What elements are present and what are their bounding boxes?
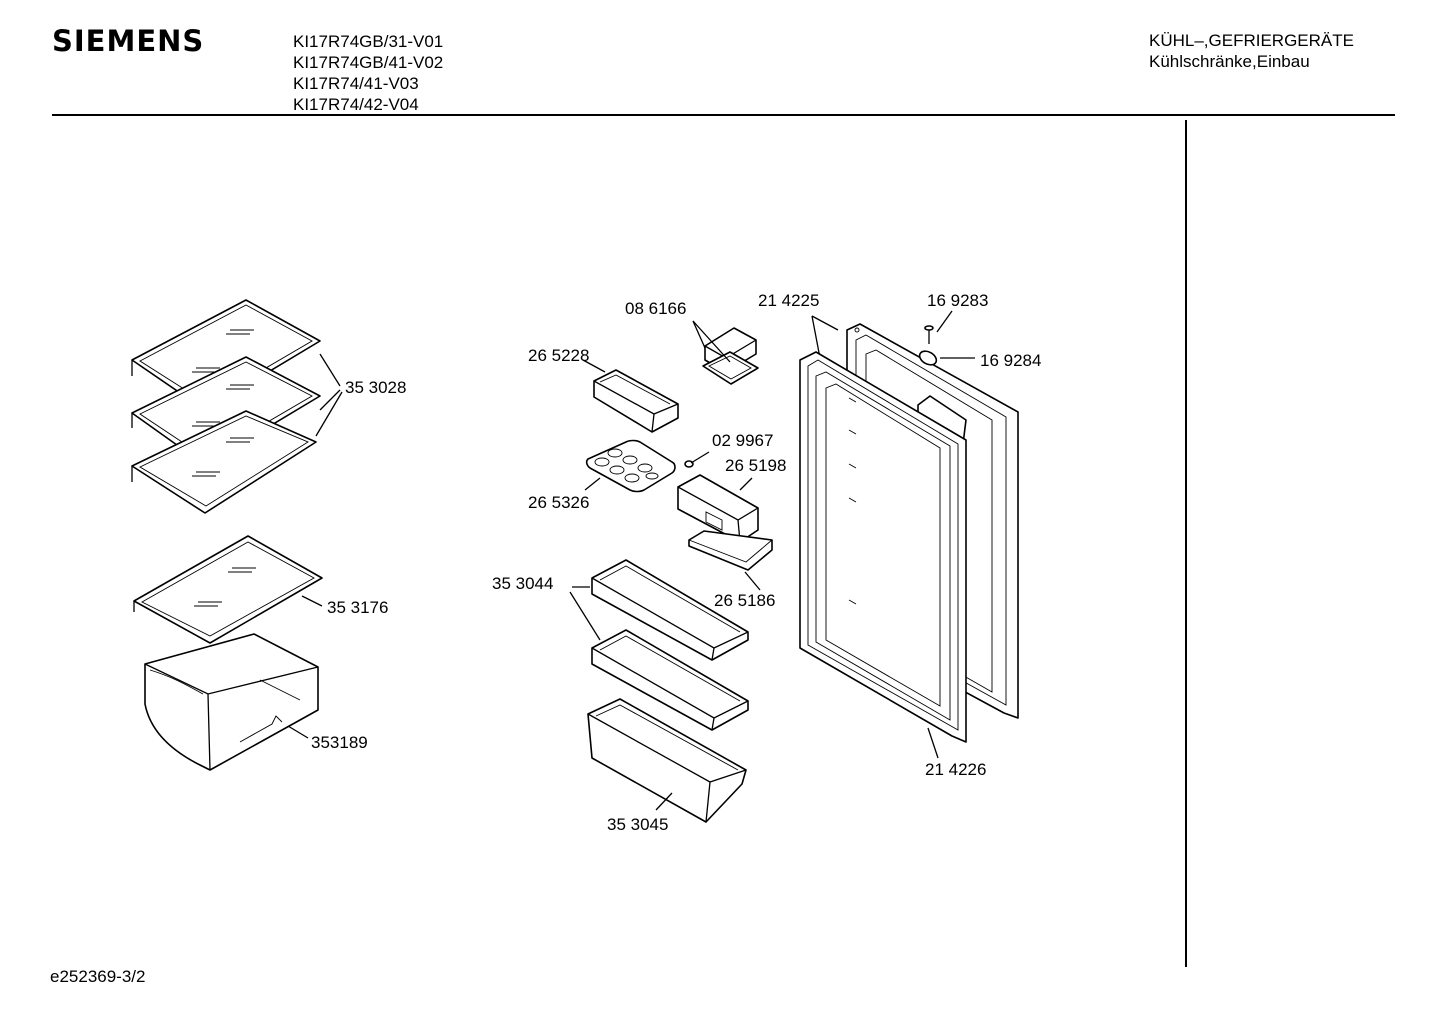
part-label: 353189	[311, 733, 368, 752]
crisper-drawer	[144, 633, 319, 771]
leader-line	[927, 727, 939, 759]
bottle-tray	[587, 698, 747, 823]
butter-lid	[702, 327, 759, 385]
side-divider	[1185, 120, 1187, 967]
part-label: 21 4226	[925, 760, 986, 779]
part-label: 08 6166	[625, 299, 686, 318]
door-gasket	[799, 351, 967, 743]
small-tray	[593, 369, 679, 433]
part-label: 26 5228	[528, 346, 589, 365]
category-subtitle: Kühlschränke,Einbau	[1149, 52, 1310, 71]
glass-shelf-top	[133, 535, 323, 644]
leader-line	[582, 359, 606, 373]
pin	[684, 451, 710, 468]
leader-line	[319, 389, 341, 411]
glass-shelf-3	[131, 410, 317, 514]
part-label: 26 5326	[528, 493, 589, 512]
leader-line	[811, 315, 821, 359]
door-tray-1	[591, 559, 749, 661]
leader-line	[739, 477, 753, 491]
leader-line	[936, 310, 953, 333]
part-label: 16 9284	[980, 351, 1041, 370]
part-label: 02 9967	[712, 431, 773, 450]
category-heading: KÜHL–,GEFRIERGERÄTE Kühlschränke,Einbau	[1149, 30, 1354, 72]
part-label: 35 3045	[607, 815, 668, 834]
part-label: 26 5198	[725, 456, 786, 475]
leader-line	[811, 315, 839, 331]
leader-line	[287, 725, 309, 739]
model-number: KI17R74/42-V04	[293, 95, 419, 114]
screw	[924, 325, 934, 344]
leader-line	[655, 792, 673, 811]
leader-line	[584, 477, 601, 491]
leader-line	[569, 591, 601, 641]
leader-line	[319, 353, 341, 387]
leader-line	[692, 320, 731, 363]
dairy-compartment	[677, 474, 759, 543]
part-label: 26 5186	[714, 591, 775, 610]
header-divider	[52, 114, 1395, 116]
model-number: KI17R74GB/41-V02	[293, 53, 444, 72]
leader-line	[692, 320, 706, 349]
model-number: KI17R74GB/31-V01	[293, 32, 444, 51]
leader-line	[744, 571, 761, 591]
category-title: KÜHL–,GEFRIERGERÄTE	[1149, 31, 1354, 50]
leader-line	[301, 595, 323, 607]
cover-cap	[918, 350, 938, 366]
model-number: KI17R74/41-V03	[293, 74, 419, 93]
brand-logo: SIEMENS	[52, 24, 205, 58]
leader-line	[315, 391, 343, 437]
part-label: 21 4225	[758, 291, 819, 310]
document-id: e252369-3/2	[50, 967, 146, 986]
dairy-base	[688, 530, 773, 571]
part-label: 35 3028	[345, 378, 406, 397]
part-label: 35 3176	[327, 598, 388, 617]
door-tray-2	[591, 629, 749, 731]
part-label: 35 3044	[492, 574, 553, 593]
egg-tray	[585, 439, 676, 493]
model-list: KI17R74GB/31-V01 KI17R74GB/41-V02 KI17R7…	[293, 31, 443, 115]
part-label: 16 9283	[927, 291, 988, 310]
